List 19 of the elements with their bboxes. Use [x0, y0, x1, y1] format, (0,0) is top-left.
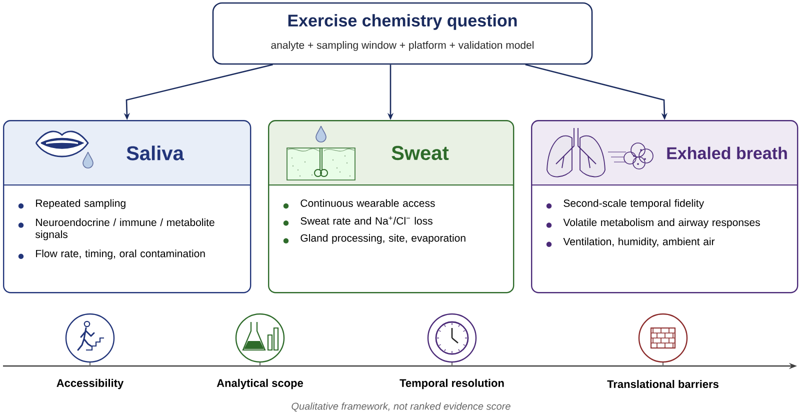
caption: Qualitative framework, not ranked evidence score [292, 402, 510, 412]
bullet-item: Flow rate, timing, oral contamination [18, 250, 205, 260]
axis-label: Temporal resolution [400, 378, 504, 390]
bullet-item: Second-scale temporal fidelity [546, 199, 704, 209]
axis-label: Translational barriers [607, 380, 718, 388]
bullet-item: Gland processing, site, evaporation [283, 234, 466, 244]
subtitle: analyte + sampling window + platform + validation model [271, 41, 534, 51]
bullet-item: Volatile metabolism and airway responses [546, 218, 760, 228]
bullet-item: Continuous wearable access [283, 199, 435, 209]
card-title: Sweat [392, 146, 449, 160]
bullet-item: Ventilation, humidity, ambient air [546, 238, 715, 248]
card-title: Exhaled breath [667, 146, 787, 160]
bullet-item: Sweat rate and Na$^{+}$/Cl$^{−}$ loss [283, 216, 432, 226]
title: Exercise chemistry question [288, 14, 517, 30]
bullet-item: Repeated sampling [18, 199, 126, 209]
card-title: Saliva [126, 146, 184, 160]
axis-label: Analytical scope [216, 378, 304, 390]
bullet-item: Neuroendocrine / immune / metabolite signals [18, 218, 214, 240]
axis-label: Accessibility [56, 378, 124, 390]
